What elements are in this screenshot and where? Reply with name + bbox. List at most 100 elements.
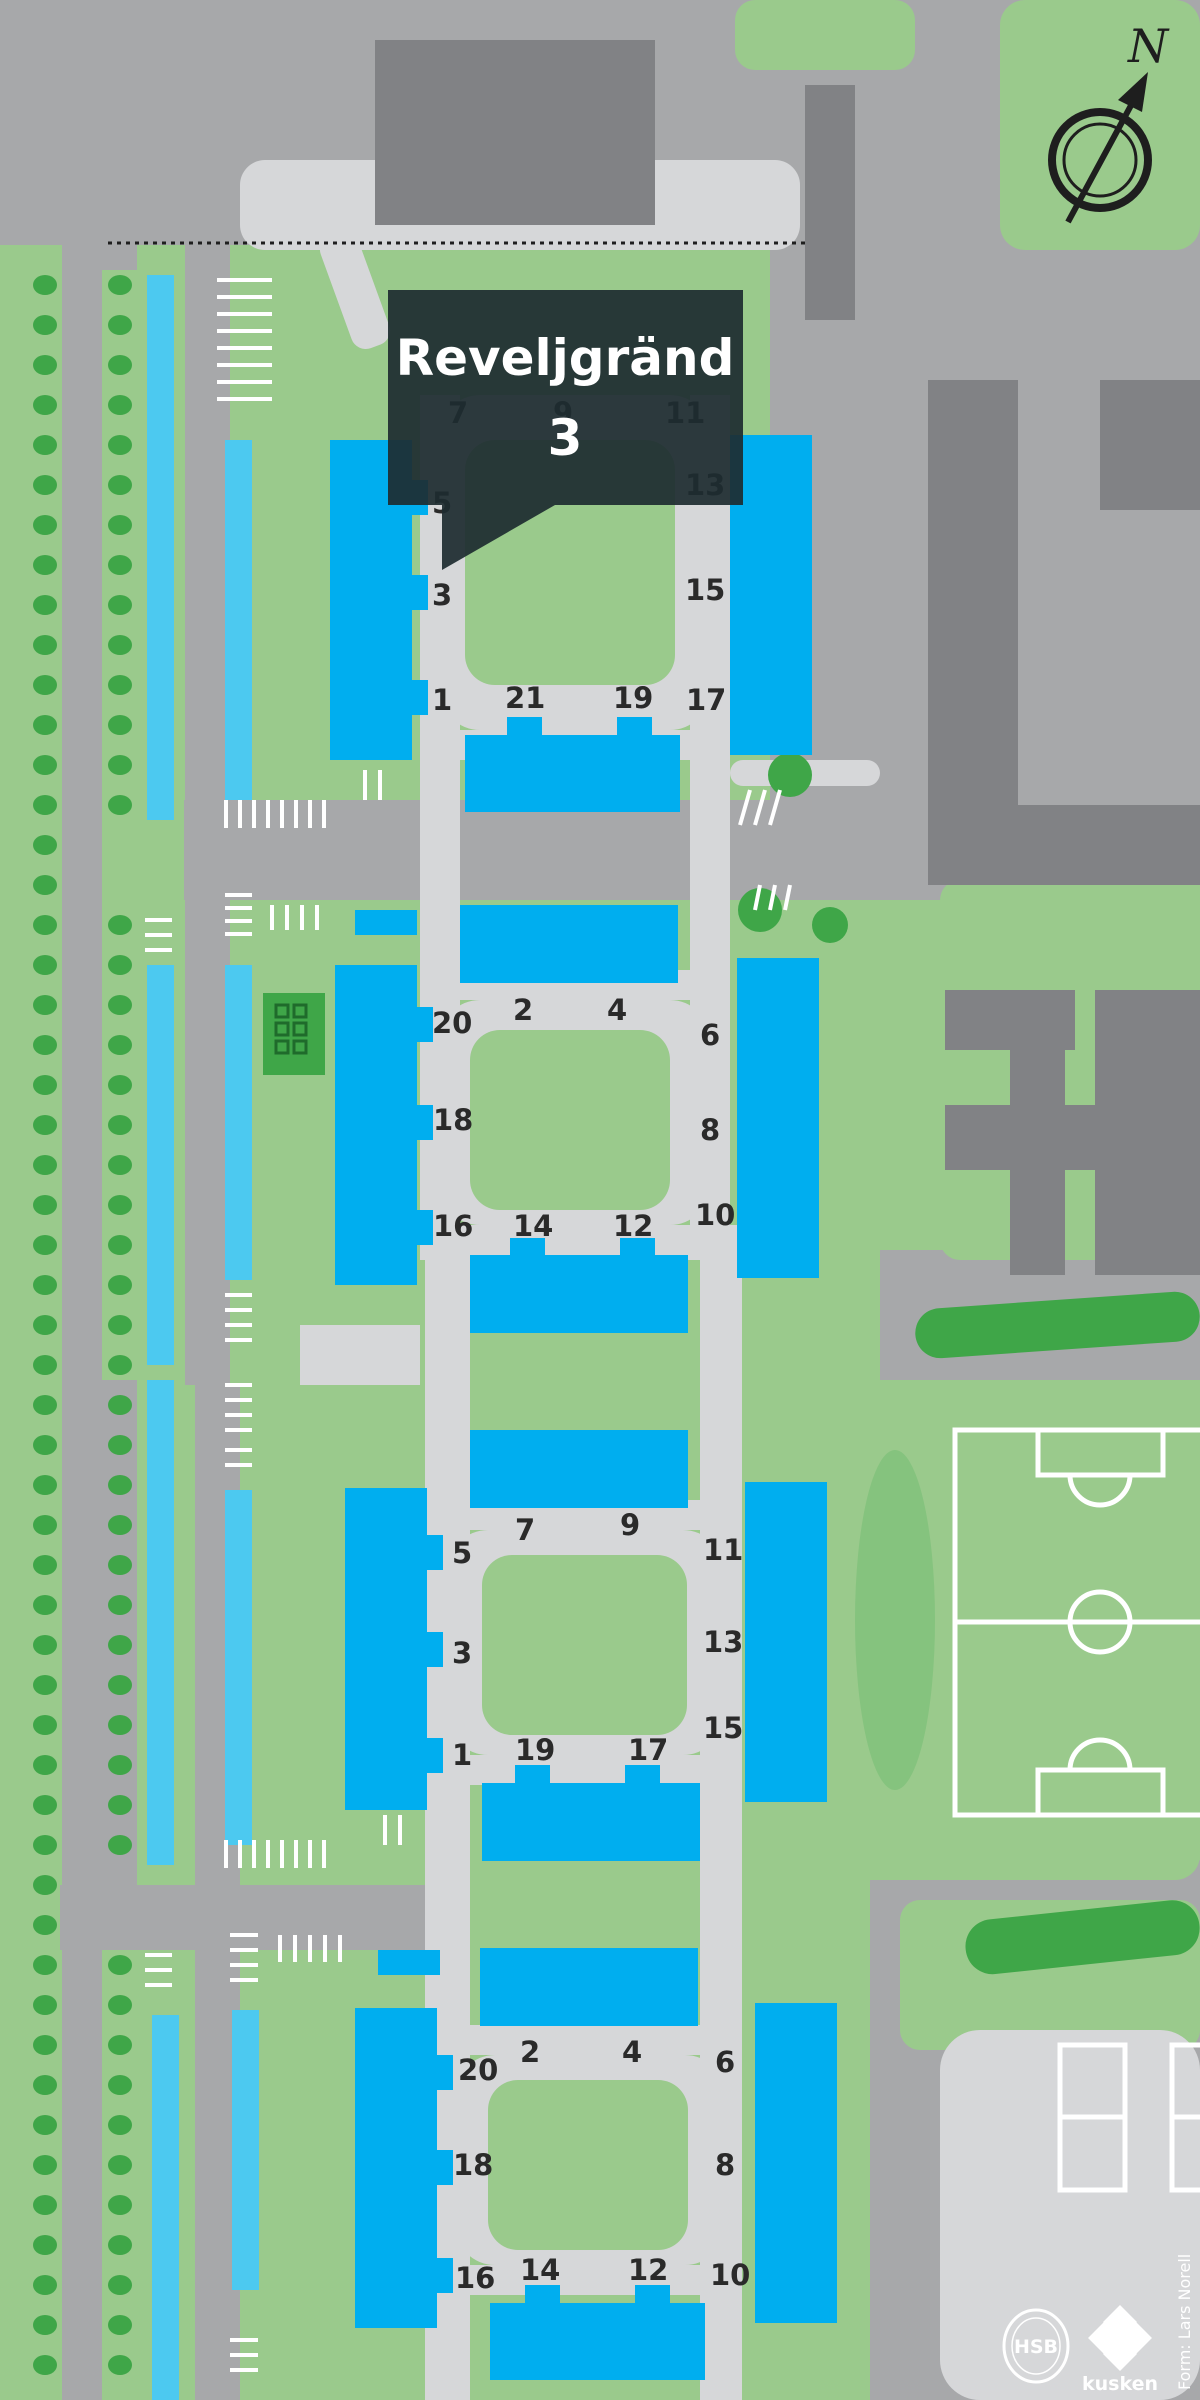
tree	[108, 555, 132, 575]
courtyard-4	[488, 2080, 688, 2250]
tree	[108, 1715, 132, 1735]
tree	[33, 915, 57, 935]
tree	[108, 1355, 132, 1375]
house-number: 4	[607, 993, 627, 1027]
tree	[33, 2075, 57, 2095]
tree	[108, 1075, 132, 1095]
building-block2-east	[737, 958, 819, 1278]
tree	[33, 1755, 57, 1775]
house-number: 15	[703, 1711, 743, 1745]
building-block3-north	[470, 1430, 688, 1508]
house-number: 1	[452, 1738, 472, 1772]
tree	[108, 2035, 132, 2055]
tree	[33, 1035, 57, 1055]
tree	[33, 1395, 57, 1415]
tree	[33, 1595, 57, 1615]
house-number: 6	[715, 2045, 735, 2079]
house-number: 7	[515, 1513, 535, 1547]
building-block4-south	[490, 2303, 705, 2380]
path-cross-3	[420, 1225, 740, 1260]
house-number: 20	[458, 2053, 498, 2087]
building-east-1b	[928, 805, 1200, 885]
building-block4-west	[355, 2008, 437, 2328]
tree	[33, 475, 57, 495]
hsb-logo-text: HSB	[1014, 2336, 1058, 2358]
carport-8	[232, 2010, 259, 2290]
tree	[33, 795, 57, 815]
building-block2-west-annex-1	[415, 1007, 433, 1042]
design-credit: Form: Lars Norell	[1175, 2254, 1194, 2390]
building-east-1	[928, 380, 1018, 885]
building-block2-south-annex-2	[620, 1238, 655, 1258]
path-cross-6	[440, 2025, 740, 2055]
building-block3-west-annex-3	[425, 1738, 443, 1773]
tree	[33, 995, 57, 1015]
building-block2-west-annex-3	[415, 1210, 433, 1245]
tree	[33, 2155, 57, 2175]
building-block4-south-annex-2	[635, 2285, 670, 2305]
hsb-logo: HSB	[1002, 2308, 1070, 2384]
tree	[108, 2155, 132, 2175]
building-block4-west-annex-2	[435, 2150, 453, 2185]
tree	[108, 1195, 132, 1215]
building-block4-west-annex-1	[435, 2055, 453, 2090]
popup-street: Reveljgränd	[396, 329, 735, 387]
building-block2-south	[470, 1255, 688, 1333]
tree	[33, 955, 57, 975]
building-block1-south-annex-2	[617, 717, 652, 737]
playground-grid	[274, 1003, 308, 1055]
courtyard-3	[482, 1555, 687, 1735]
house-number: 4	[622, 2035, 642, 2069]
building-block4-north	[480, 1948, 698, 2026]
house-number: 10	[710, 2258, 750, 2292]
grass-north-1	[735, 0, 915, 70]
building-block1-west-annex-2	[410, 575, 428, 610]
building-north-wing	[405, 40, 645, 90]
cross-road-2	[0, 1885, 440, 1950]
carport-3	[147, 965, 174, 1365]
carport-6	[225, 1490, 252, 1845]
tree	[108, 1315, 132, 1335]
tree	[33, 875, 57, 895]
tree	[108, 1835, 132, 1855]
tree	[108, 1475, 132, 1495]
kusken-logo-text: kusken	[1082, 2373, 1158, 2395]
tree	[33, 1675, 57, 1695]
tree	[33, 1235, 57, 1255]
carport-2	[225, 440, 252, 800]
tree	[108, 1235, 132, 1255]
tree	[33, 435, 57, 455]
sports-grass	[735, 1380, 1200, 1880]
tree	[33, 275, 57, 295]
house-number: 15	[685, 573, 725, 607]
building-east-2	[1100, 380, 1200, 510]
tree	[108, 275, 132, 295]
building-block2-north-small	[355, 910, 417, 935]
parking-stripes	[145, 278, 792, 2372]
tree	[108, 1395, 132, 1415]
tree	[108, 915, 132, 935]
tree	[108, 955, 132, 975]
house-number: 12	[628, 2253, 668, 2287]
compass-icon: N	[1048, 19, 1170, 224]
building-block3-west-annex-1	[425, 1535, 443, 1570]
building-block3-west	[345, 1488, 427, 1810]
plaza-south-east	[940, 2030, 1200, 2400]
house-number: 17	[628, 1733, 668, 1767]
tree	[33, 315, 57, 335]
hedge-east-2	[965, 1900, 1200, 1975]
tree	[108, 1635, 132, 1655]
hedge-east-1	[915, 1291, 1200, 1359]
house-number: 19	[613, 681, 653, 715]
tree	[108, 1795, 132, 1815]
tree	[33, 2275, 57, 2295]
building-block4-west-annex-3	[435, 2258, 453, 2293]
house-number: 3	[432, 578, 452, 612]
tree	[108, 515, 132, 535]
tree	[108, 795, 132, 815]
tree	[33, 1075, 57, 1095]
house-number: 5	[452, 1536, 472, 1570]
school-building-d	[1095, 990, 1200, 1275]
tree	[108, 2115, 132, 2135]
